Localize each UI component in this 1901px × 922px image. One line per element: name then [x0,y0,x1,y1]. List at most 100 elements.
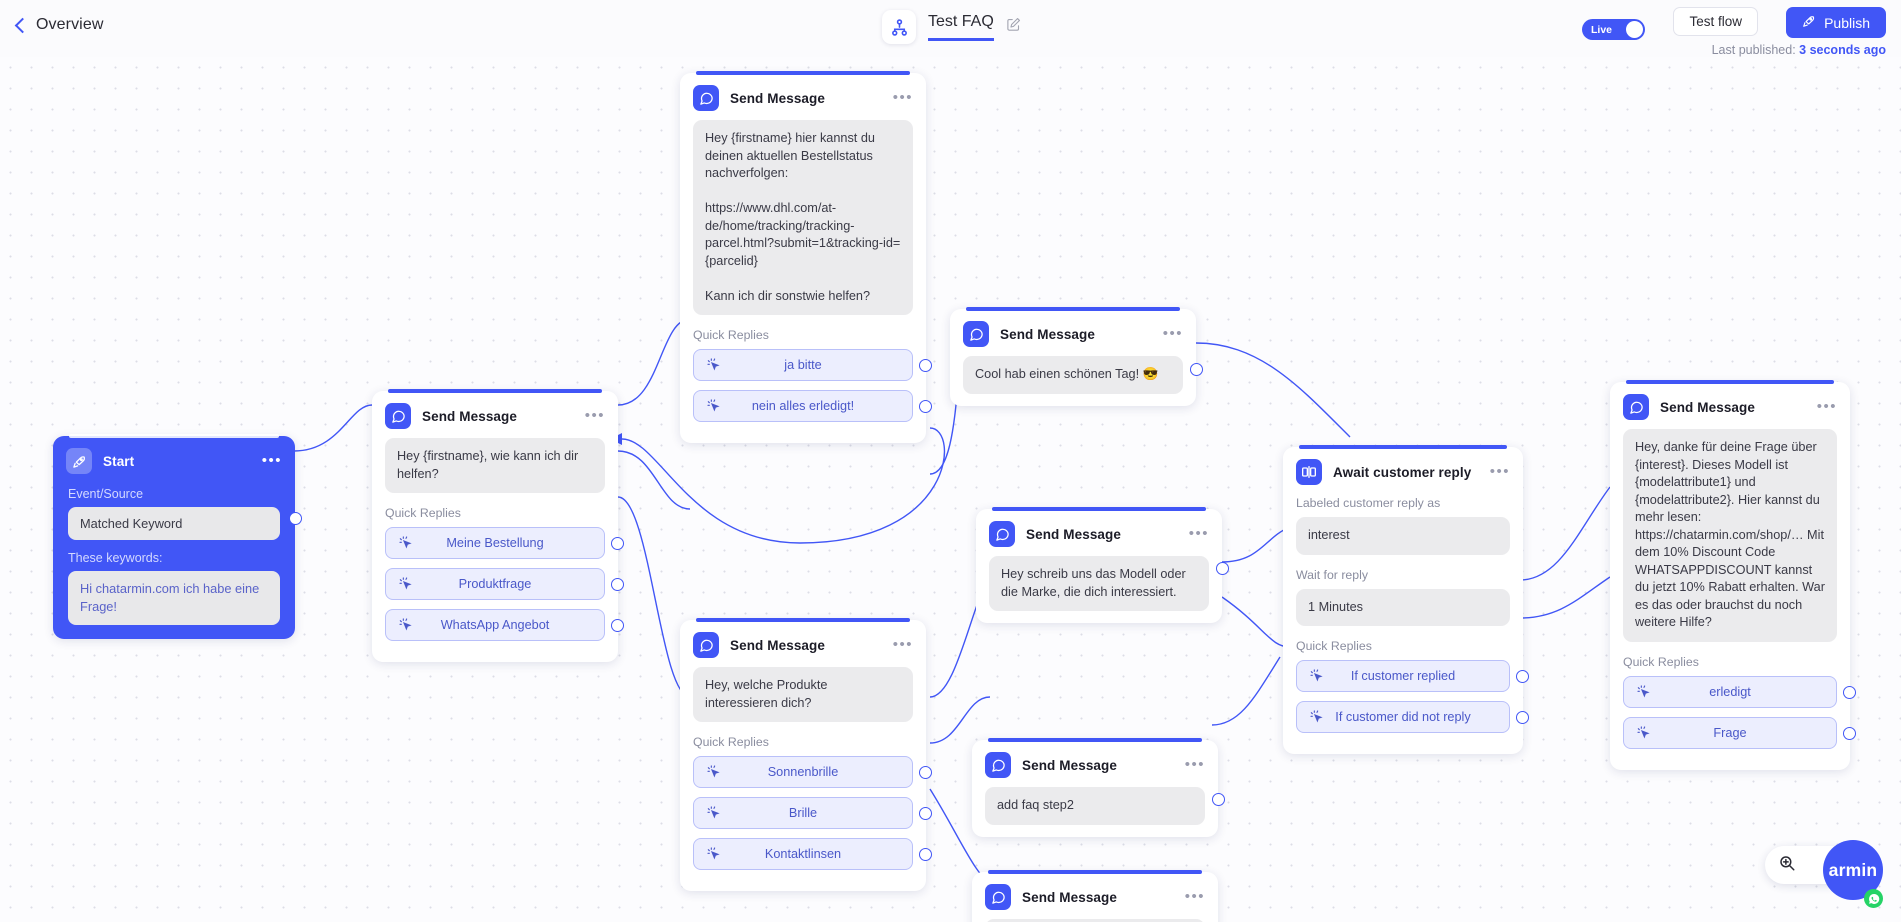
cursor-click-icon [706,764,722,785]
message-text[interactable]: Hey, danke für deine Frage über {interes… [1623,429,1837,642]
quick-reply-item[interactable]: Brille [693,797,932,829]
live-toggle-label: Live [1591,23,1613,36]
node-menu-button[interactable]: ••• [1489,463,1510,480]
node-answer-message[interactable]: Send Message ••• Hey, danke für deine Fr… [1610,380,1856,770]
send-message-icon [693,632,719,658]
message-text[interactable]: Hey, welche Produkte interessieren dich? [693,667,913,722]
node-menu-button[interactable]: ••• [1184,888,1205,905]
quick-reply-label: WhatsApp Angebot [440,618,550,632]
output-port[interactable] [1216,562,1229,575]
app-header: Overview Test FAQ Live Test flow [0,0,1901,57]
quick-reply-item[interactable]: nein alles erledigt! [693,390,932,422]
test-flow-button[interactable]: Test flow [1673,7,1758,36]
wait-for-reply-value[interactable]: 1 Minutes [1296,588,1510,626]
send-message-icon [985,884,1011,910]
node-menu-button[interactable]: ••• [1816,398,1837,415]
quick-reply-port[interactable] [919,359,932,372]
quick-reply-label: Produktfrage [458,577,532,591]
node-faq-step3-message[interactable]: Send Message ••• add faq step3 [972,870,1218,922]
node-title: Send Message [1022,757,1117,773]
node-menu-button[interactable]: ••• [1184,756,1205,773]
quick-reply-item[interactable]: If customer replied [1296,660,1529,692]
back-label: Overview [36,16,104,33]
quick-reply-port[interactable] [919,400,932,413]
node-start[interactable]: Start ••• Event/Source Matched Keyword T… [53,434,302,639]
node-menu-button[interactable]: ••• [261,452,282,469]
armin-label: armin [1828,859,1878,880]
event-source-value[interactable]: Matched Keyword [68,507,280,540]
zoom-in-icon[interactable] [1778,854,1796,877]
quick-reply-port[interactable] [611,537,624,550]
node-title: Send Message [1660,399,1755,415]
quick-reply-port[interactable] [919,848,932,861]
quick-reply-item[interactable]: Kontaktlinsen [693,838,932,870]
quick-reply-label: Brille [788,806,818,820]
live-toggle[interactable]: Live [1582,19,1645,40]
send-message-icon [385,403,411,429]
node-goodbye-message[interactable]: Send Message ••• Cool hab einen schönen … [950,307,1203,406]
quick-reply-port[interactable] [611,619,624,632]
output-port[interactable] [1212,793,1225,806]
message-text[interactable]: Cool hab einen schönen Tag! 😎 [963,356,1183,394]
cursor-click-icon [398,576,414,597]
node-title: Await customer reply [1333,464,1472,480]
toggle-knob [1626,21,1643,38]
quick-reply-port[interactable] [1516,670,1529,683]
quick-reply-item[interactable]: Sonnenbrille [693,756,932,788]
node-header: Send Message ••• [950,309,1196,356]
message-text[interactable]: Hey schreib uns das Modell oder die Mark… [989,556,1209,611]
cursor-click-icon [706,357,722,378]
node-menu-button[interactable]: ••• [1162,325,1183,342]
edit-pencil-icon[interactable] [1006,17,1021,37]
chevron-left-icon [14,19,26,31]
quick-reply-port[interactable] [919,766,932,779]
message-text[interactable]: add faq step2 [985,787,1205,825]
whatsapp-icon[interactable] [1864,889,1883,908]
flow-tab[interactable]: Test FAQ [882,10,1021,44]
node-ask-model-message[interactable]: Send Message ••• Hey schreib uns das Mod… [976,507,1229,623]
cursor-click-icon [1636,684,1652,705]
quick-reply-item[interactable]: If customer did not reply [1296,701,1529,733]
quick-reply-port[interactable] [919,807,932,820]
labeled-reply-value[interactable]: interest [1296,517,1510,555]
quick-reply-port[interactable] [1843,726,1856,740]
quick-reply-label: If customer replied [1350,669,1456,683]
output-port[interactable] [1190,363,1203,376]
message-text[interactable]: add faq step3 [985,919,1205,922]
quick-reply-port[interactable] [1516,711,1529,724]
keywords-value[interactable]: Hi chatarmin.com ich habe eine Frage! [68,571,280,625]
node-products-message[interactable]: Send Message ••• Hey, welche Produkte in… [680,618,932,891]
node-menu-button[interactable]: ••• [892,89,913,106]
node-order-tracking-message[interactable]: Send Message ••• Hey {firstname} hier ka… [680,71,932,443]
quick-replies-label: Quick Replies [1623,654,1699,669]
node-welcome-message[interactable]: Send Message ••• Hey {firstname}, wie ka… [372,389,624,662]
node-faq-step2-message[interactable]: Send Message ••• add faq step2 [972,738,1225,837]
node-title: Send Message [422,408,517,424]
message-text[interactable]: Hey {firstname} hier kannst du deinen ak… [693,120,913,315]
node-menu-button[interactable]: ••• [892,636,913,653]
node-title: Start [103,453,135,469]
quick-reply-item[interactable]: Meine Bestellung [385,527,624,559]
quick-reply-item[interactable]: WhatsApp Angebot [385,609,624,641]
node-header: Start ••• [53,436,295,483]
keywords-label: These keywords: [68,551,163,565]
node-await-customer-reply[interactable]: Await customer reply ••• Labeled custome… [1283,445,1529,754]
quick-replies-label: Quick Replies [693,328,769,342]
flow-canvas[interactable]: Start ••• Event/Source Matched Keyword T… [0,57,1901,922]
quick-reply-item[interactable]: ja bitte [693,349,932,381]
node-menu-button[interactable]: ••• [584,407,605,424]
quick-reply-label: nein alles erledigt! [751,399,855,413]
last-published-prefix: Last published: [1711,43,1800,57]
node-menu-button[interactable]: ••• [1188,525,1209,542]
publish-button[interactable]: Publish [1786,7,1886,38]
quick-reply-port[interactable] [611,578,624,591]
quick-reply-port[interactable] [1843,685,1856,699]
quick-reply-item[interactable]: Frage [1623,716,1856,749]
quick-reply-item[interactable]: erledigt [1623,675,1856,708]
message-text[interactable]: Hey {firstname}, wie kann ich dir helfen… [385,438,605,493]
quick-reply-item[interactable]: Produktfrage [385,568,624,600]
output-port[interactable] [289,512,302,525]
back-to-overview-button[interactable]: Overview [14,16,103,34]
node-header: Send Message ••• [976,509,1222,556]
quick-replies-label: Quick Replies [385,506,461,520]
